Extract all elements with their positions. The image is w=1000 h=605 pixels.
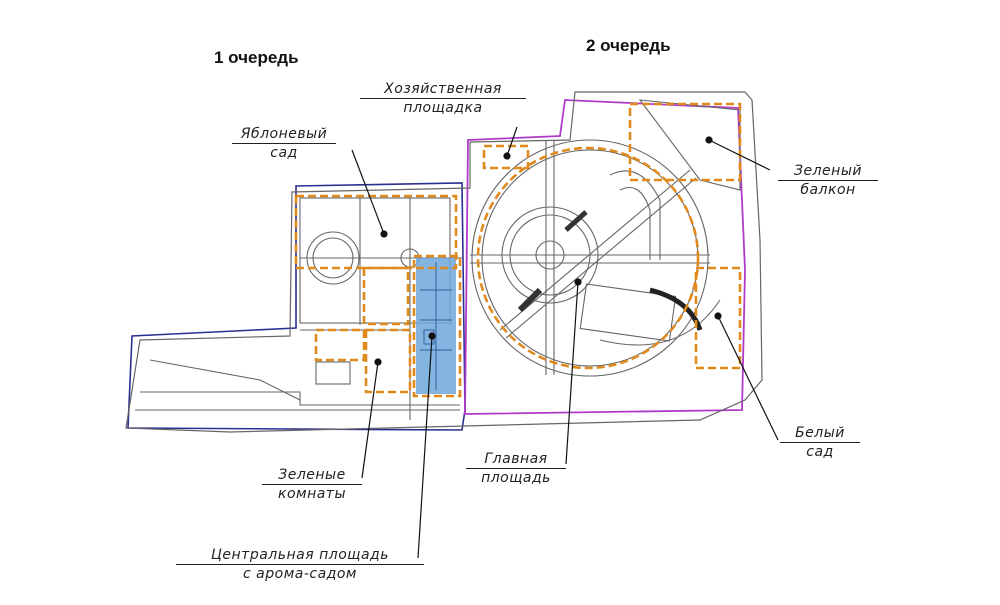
- zone-central-square: [412, 254, 462, 398]
- phase2-boundary: [464, 99, 746, 415]
- zone-household: [482, 144, 530, 170]
- label-central-square-line2: с аромa-садом: [243, 566, 357, 582]
- label-main-square-line2: площадь: [481, 470, 551, 486]
- label-green-balcony: Зеленый балкон: [778, 162, 878, 199]
- label-green-balcony-line1: Зеленый: [778, 162, 878, 181]
- label-green-balcony-line2: балкон: [800, 182, 856, 198]
- site-outline: [125, 91, 763, 433]
- phase1-boundary: [127, 182, 466, 431]
- phase-1-heading: 1 очередь: [214, 48, 299, 67]
- label-main-square: Главная площадь: [466, 450, 566, 487]
- zone-green-room-1: [362, 266, 410, 326]
- label-apple-garden-line1: Яблоневый: [232, 125, 336, 144]
- zone-green-balcony: [628, 102, 742, 182]
- label-household-area: Хозяйственная площадка: [360, 80, 526, 117]
- label-central-square-line1: Центральная площадь: [176, 546, 424, 565]
- dark-diagonal-accent-2: [564, 210, 588, 232]
- zone-outlines: [294, 102, 742, 398]
- label-green-rooms-line2: комнаты: [277, 486, 347, 502]
- label-green-rooms-line1: Зеленые: [262, 466, 362, 485]
- dark-arc-accent: [649, 287, 703, 331]
- label-white-garden-line2: сад: [806, 444, 834, 460]
- label-central-square: Центральная площадь с аромa-садом: [176, 546, 424, 583]
- zone-main-square: [476, 146, 700, 370]
- dark-diagonal-accent: [517, 287, 543, 313]
- label-main-square-line1: Главная: [466, 450, 566, 469]
- phase2-paths: [470, 99, 741, 377]
- label-household-line1: Хозяйственная: [360, 80, 526, 99]
- leader-lines: [351, 126, 779, 559]
- label-household-line2: площадка: [403, 100, 483, 116]
- label-green-rooms: Зеленые комнаты: [262, 466, 362, 503]
- zone-green-room-3: [364, 328, 412, 394]
- label-white-garden-line1: Белый: [780, 424, 860, 443]
- label-apple-garden: Яблоневый сад: [232, 125, 336, 162]
- label-white-garden: Белый сад: [780, 424, 860, 461]
- label-apple-garden-line2: сад: [270, 145, 298, 161]
- phase-2-heading: 2 очередь: [586, 36, 671, 55]
- zone-green-room-2: [314, 328, 366, 362]
